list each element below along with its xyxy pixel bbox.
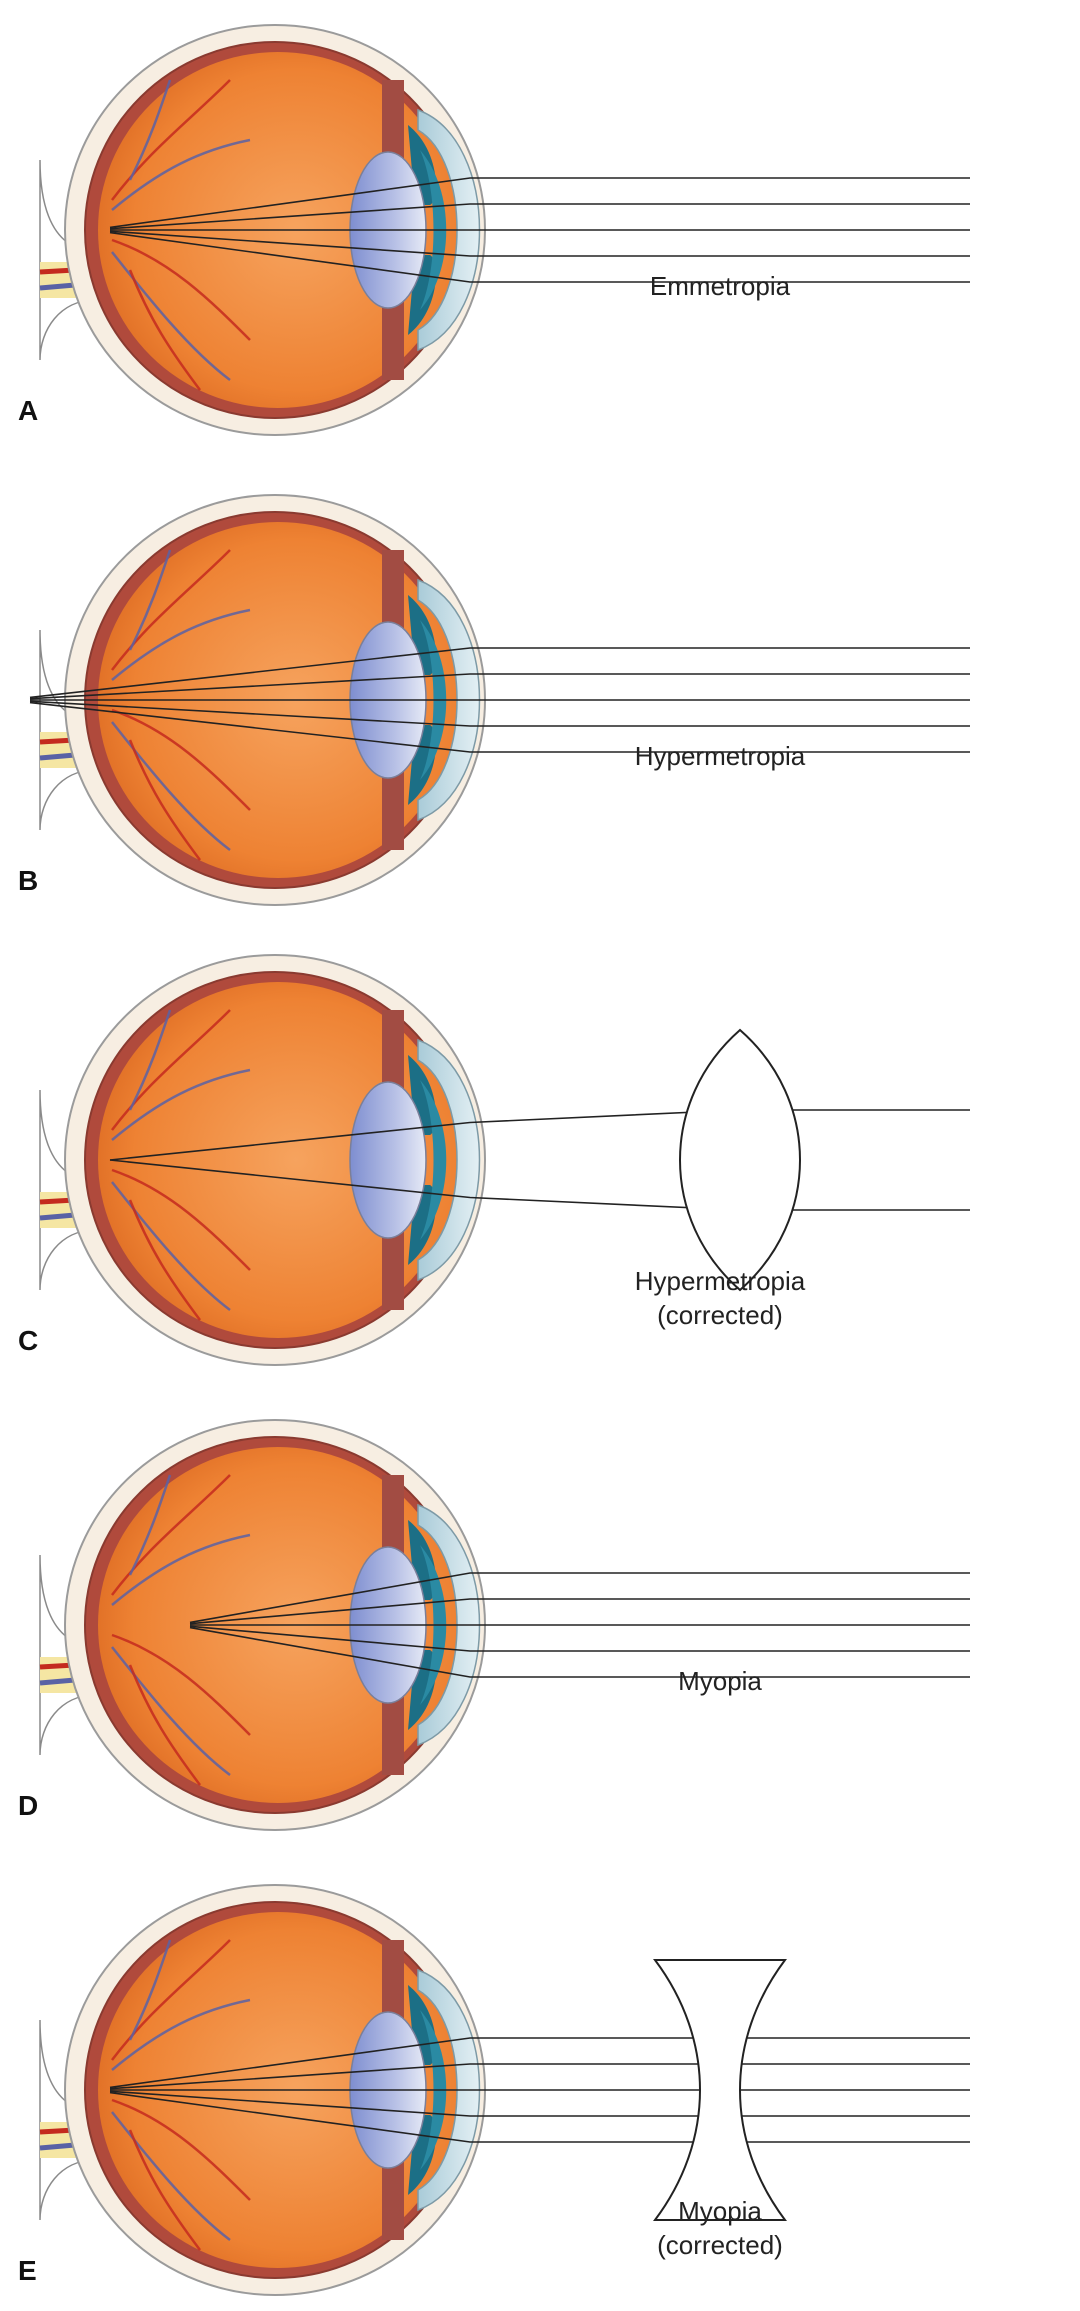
retinal-vessel (111, 1998, 251, 2071)
retinal-vessel (111, 708, 251, 811)
light-rays (109, 177, 970, 283)
anterior-chamber (420, 2010, 447, 2170)
condition-label: (corrected) (657, 2230, 783, 2260)
retinal-vessel (128, 1009, 172, 1111)
retinal-vessel (111, 1474, 231, 1596)
ciliary-body-upper (382, 550, 404, 645)
panel-e: E Myopia (corrected) (18, 1884, 970, 2296)
light-ray (109, 177, 970, 229)
light-ray (109, 1109, 970, 1161)
panel-d: D Myopia (18, 1419, 970, 1831)
light-ray (109, 231, 970, 283)
retinal-vessel (111, 608, 251, 681)
cornea (417, 1968, 481, 2212)
ciliary-body-lower (382, 285, 404, 380)
retinal-vessel (111, 1068, 251, 1141)
vitreous-body (98, 982, 458, 1338)
condition-label: Emmetropia (650, 271, 791, 301)
light-rays (109, 1109, 970, 1211)
retinal-vessel (111, 79, 231, 201)
anterior-chamber (420, 620, 447, 780)
ciliary-body-upper (382, 80, 404, 175)
light-ray (29, 647, 970, 699)
condition-label: (corrected) (657, 1300, 783, 1330)
light-ray (109, 2063, 970, 2090)
condition-label: Myopia (678, 2196, 762, 2226)
light-ray (189, 1572, 970, 1624)
light-ray (109, 230, 970, 257)
cornea (417, 1038, 481, 1282)
anterior-chamber (420, 1080, 447, 1240)
retinal-vessel (128, 2129, 202, 2251)
panel-b: B Hypermetropia (18, 494, 970, 906)
light-ray (189, 1598, 970, 1625)
ciliary-body-lower (382, 755, 404, 850)
light-rays (189, 1572, 970, 1678)
retinal-vessel (128, 269, 202, 391)
retinal-vessel (128, 1939, 172, 2041)
retinal-vessel (111, 1009, 231, 1131)
panel-letter: D (18, 1790, 38, 1821)
retinal-vessel (111, 1646, 231, 1776)
retinal-vessel (111, 2098, 251, 2201)
retinal-vessel (111, 1168, 251, 1271)
panel-c: C Hypermetropia (corrected) (18, 954, 970, 1366)
retinal-vessel (111, 251, 231, 381)
retinal-vessel (128, 79, 172, 181)
convex-lens (679, 1028, 801, 1292)
retinal-vessel (128, 739, 202, 861)
light-ray (29, 673, 970, 700)
ciliary-body-lower (382, 2145, 404, 2240)
concave-lens (653, 1959, 787, 2221)
retinal-vessel (111, 1939, 231, 2061)
panel-a: A Emmetropia (18, 24, 970, 436)
light-ray (109, 1159, 970, 1211)
light-ray (109, 2091, 970, 2143)
retinal-vessel (128, 1664, 202, 1786)
condition-label: Hypermetropia (635, 1266, 806, 1296)
anterior-chamber (420, 1545, 447, 1705)
light-ray (109, 203, 970, 230)
panel-letter: A (18, 395, 38, 426)
light-rays (29, 647, 970, 753)
ciliary-body-upper (382, 1940, 404, 2035)
light-ray (109, 2037, 970, 2089)
ciliary-body-lower (382, 1215, 404, 1310)
retinal-vessel (111, 1633, 251, 1736)
condition-label: Hypermetropia (635, 741, 806, 771)
light-ray (189, 1626, 970, 1678)
crystalline-lens (349, 1081, 427, 1239)
retinal-vessel (128, 1199, 202, 1321)
retinal-vessel (111, 2111, 231, 2241)
retinal-vessel (111, 138, 251, 211)
light-ray (189, 1625, 970, 1652)
retinal-vessel (111, 1533, 251, 1606)
panel-letter: E (18, 2255, 37, 2286)
cornea (417, 1503, 481, 1747)
panel-letter: B (18, 865, 38, 896)
light-ray (29, 701, 970, 753)
cornea (417, 108, 481, 352)
retinal-vessel (111, 721, 231, 851)
retinal-vessel (128, 549, 172, 651)
ciliary-body-lower (382, 1680, 404, 1775)
retinal-vessel (111, 238, 251, 341)
ciliary-body-upper (382, 1475, 404, 1570)
light-ray (109, 2090, 970, 2117)
retinal-vessel (111, 549, 231, 671)
panel-letter: C (18, 1325, 38, 1356)
anterior-chamber (420, 150, 447, 310)
light-ray (29, 700, 970, 727)
light-rays (109, 2037, 970, 2143)
condition-label: Myopia (678, 1666, 762, 1696)
retinal-vessel (111, 1181, 231, 1311)
retinal-vessel (128, 1474, 172, 1576)
ciliary-body-upper (382, 1010, 404, 1105)
